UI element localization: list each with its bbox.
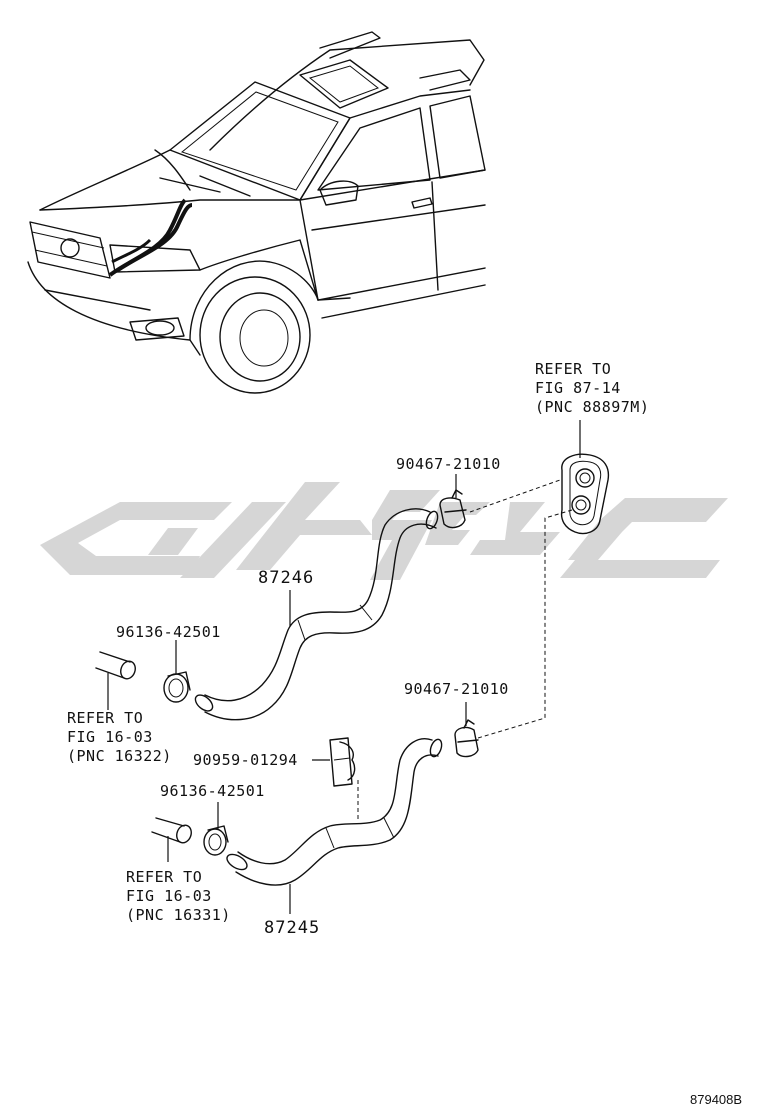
sunroof (299, 59, 389, 109)
front-door-window (317, 107, 431, 191)
refer-pipe-lower-line-3: (PNC 16331) (126, 906, 231, 924)
watermark-logo (40, 482, 728, 580)
hose-upper-part (194, 508, 439, 721)
pipe-lower-part (151, 817, 192, 844)
hose-upper-outline-b (204, 523, 437, 721)
engine-bay-hoses-2 (116, 203, 193, 272)
refer-pipe-upper-line-1: REFER TO (67, 709, 143, 727)
windshield-inner (180, 91, 339, 191)
hose-lower-mark (325, 827, 335, 849)
front-tire (199, 276, 311, 394)
hose-upper-outline-a (204, 508, 431, 702)
label-band-upper: 96136-42501 (116, 623, 221, 641)
a-pillar (299, 89, 471, 201)
hose-lower-part (226, 738, 443, 886)
diagram-id: 879408B (690, 1092, 742, 1107)
refer-grommet-line-1: REFER TO (535, 360, 611, 378)
vehicle-illustration (27, 31, 486, 394)
label-clamp-lower: 90467-21010 (404, 680, 509, 698)
hose-lower-outline-b (235, 754, 439, 886)
body-side (299, 169, 486, 201)
roof-rack (319, 31, 381, 59)
hose-lower-end-bottom (226, 853, 248, 871)
grille-bar-2 (34, 249, 108, 267)
band-lower-part (203, 825, 229, 856)
band-upper-part (163, 671, 191, 703)
refer-pipe-upper-line-3: (PNC 16322) (67, 747, 172, 765)
door-handle (411, 197, 433, 209)
hose-upper-mark-2 (359, 604, 373, 621)
label-band-lower: 96136-42501 (160, 782, 265, 800)
label-hose-upper: 87246 (258, 568, 314, 588)
hose-lower-end-top (429, 738, 443, 758)
refer-grommet-line-2: FIG 87-14 (535, 379, 621, 397)
sunroof-inner (308, 65, 380, 103)
hood-side (39, 199, 301, 211)
rear-door-window (429, 95, 486, 179)
grommet-hole-bottom (571, 495, 591, 515)
refer-pipe-lower-line-2: FIG 16-03 (126, 887, 212, 905)
roof-rack-rear (419, 69, 471, 91)
dash-grommet-lower (477, 509, 573, 739)
emblem (60, 238, 80, 258)
sill-lower (321, 284, 486, 319)
hood-front (39, 149, 171, 211)
door-split (431, 181, 439, 291)
hose-upper-mark (297, 619, 306, 641)
clamp-lower-part (454, 719, 479, 758)
hood-center (154, 149, 191, 191)
engine-bay-hoses-3 (111, 238, 152, 264)
fog-housing (129, 317, 185, 341)
bumper-lower (44, 289, 151, 311)
front-rim (219, 292, 301, 382)
fog-light (145, 320, 175, 336)
grommet-outline (560, 453, 610, 535)
grille-bar (31, 231, 105, 249)
refer-pipe-lower-line-1: REFER TO (126, 868, 202, 886)
grommet-inner (569, 460, 602, 526)
body-beltline (311, 204, 486, 231)
label-clamp-upper: 90467-21010 (396, 455, 501, 473)
front-door-line (299, 199, 351, 301)
label-clip: 90959-01294 (193, 751, 298, 769)
front-hub (239, 309, 289, 367)
side-mirror (319, 180, 359, 206)
label-hose-lower: 87245 (264, 918, 320, 938)
dash-grommet-upper (469, 479, 561, 513)
wiper-right (199, 175, 251, 197)
hose-upper-end-top (425, 510, 439, 530)
sill-line (317, 267, 486, 301)
front-bumper (27, 261, 201, 356)
hose-lower-outline-a (237, 738, 433, 865)
clip-part (329, 737, 356, 787)
grommet-part (560, 453, 610, 535)
engine-bay-hoses (108, 198, 187, 277)
wiper-left (159, 177, 221, 193)
hose-upper-end-bottom (194, 694, 214, 712)
front-fender (199, 239, 319, 301)
pipe-upper-part (95, 651, 136, 680)
refer-pipe-upper-line-2: FIG 16-03 (67, 728, 153, 746)
grommet-hole-bottom-inner (575, 499, 587, 511)
grommet-hole-top-inner (579, 472, 591, 484)
wheel-arch (189, 260, 319, 341)
grille (29, 221, 111, 279)
roof-line (209, 39, 485, 151)
hose-lower-mark-2 (383, 817, 395, 839)
refer-grommet-line-3: (PNC 88897M) (535, 398, 649, 416)
grommet-hole-top (575, 468, 595, 488)
